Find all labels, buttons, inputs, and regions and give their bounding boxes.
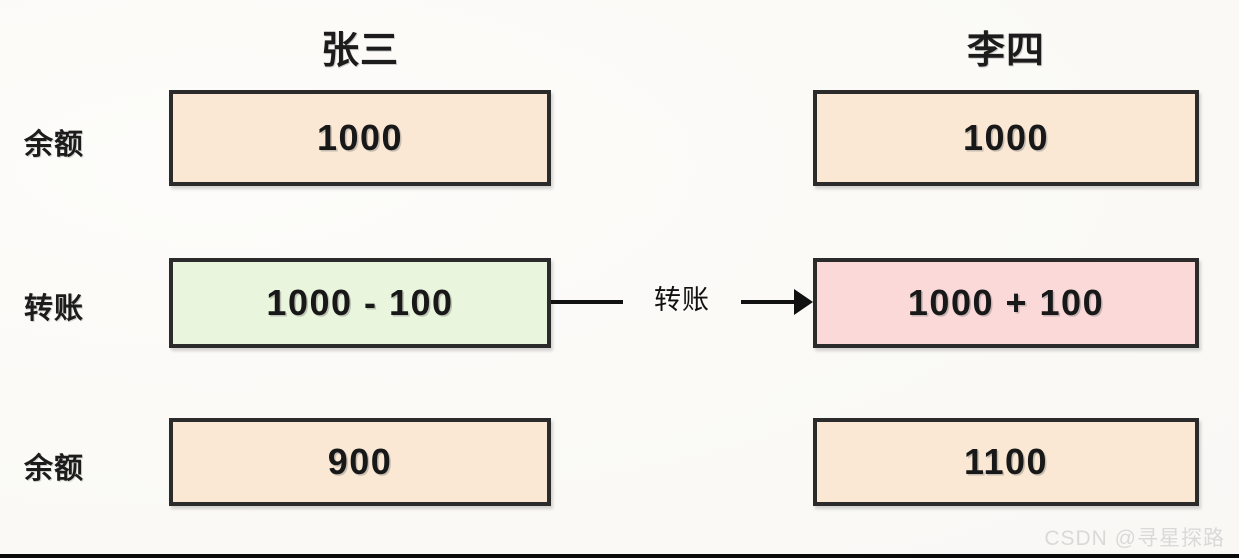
csdn-watermark: CSDN @寻星探路 — [1044, 527, 1225, 550]
row-label-balance-after: 余额 — [24, 453, 85, 485]
transfer-arrow-icon — [551, 289, 813, 315]
box-zhangsan-balance-after: 900 — [169, 418, 551, 506]
box-lisi-balance-before: 1000 — [813, 90, 1199, 186]
column-header-lisi: 李四 — [966, 30, 1045, 72]
box-zhangsan-balance-before: 1000 — [169, 90, 551, 186]
value-zhangsan-balance-before: 1000 — [316, 117, 404, 158]
transfer-arrow-group: 转账 — [551, 278, 813, 326]
column-header-zhangsan: 张三 — [320, 30, 399, 72]
row-label-transfer: 转账 — [24, 293, 85, 325]
box-lisi-balance-after: 1100 — [813, 418, 1199, 506]
value-lisi-balance-after: 1100 — [963, 441, 1049, 482]
value-lisi-transfer: 1000 + 100 — [907, 282, 1105, 323]
value-zhangsan-transfer: 1000 - 100 — [266, 282, 454, 323]
box-zhangsan-transfer: 1000 - 100 — [169, 258, 551, 348]
value-lisi-balance-before: 1000 — [962, 117, 1050, 158]
row-label-balance-before: 余额 — [24, 129, 85, 161]
box-lisi-transfer: 1000 + 100 — [813, 258, 1199, 348]
transfer-arrow-label: 转账 — [654, 285, 710, 315]
bottom-edge-strip — [0, 554, 1239, 558]
value-zhangsan-balance-after: 900 — [327, 441, 393, 482]
